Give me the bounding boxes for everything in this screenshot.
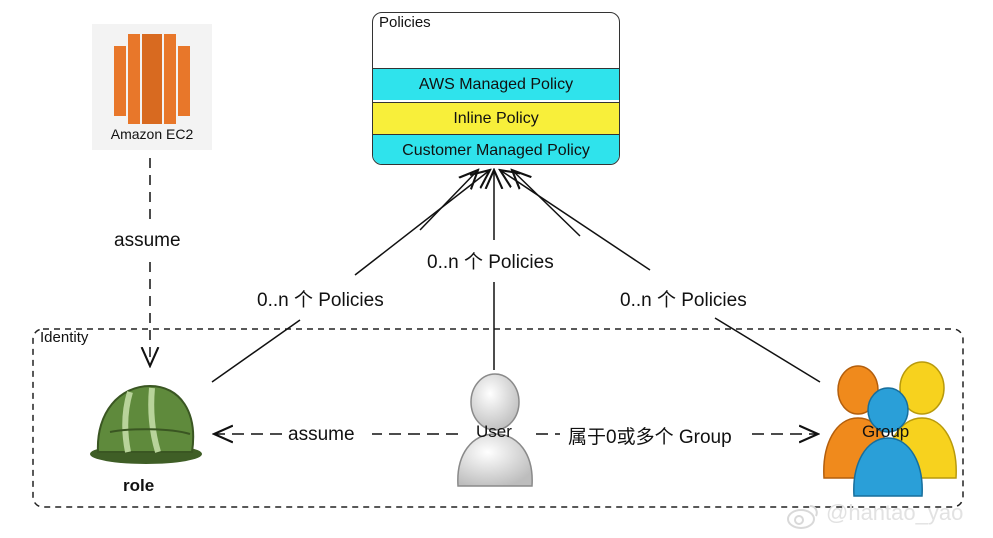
- group-label: Group: [862, 422, 910, 441]
- policy-row-customer-managed: Customer Managed Policy: [373, 134, 619, 164]
- amazon-ec2-icon: [114, 34, 190, 124]
- edge-label-group-policies: 0..n 个 Policies: [620, 290, 747, 311]
- amazon-ec2-tile: [92, 24, 212, 150]
- edge-label-role-policies: 0..n 个 Policies: [257, 290, 384, 311]
- edge-label-user-role: assume: [288, 424, 355, 445]
- policy-row-label: Customer Managed Policy: [402, 142, 590, 159]
- policy-row-label: AWS Managed Policy: [418, 76, 574, 93]
- role-policies-arrow-2: [419, 170, 478, 231]
- edge-label-user-group: 属于0或多个 Group: [568, 427, 732, 448]
- identity-label: Identity: [40, 329, 89, 346]
- role-label: role: [123, 476, 155, 495]
- amazon-ec2-label: Amazon EC2: [110, 126, 194, 142]
- weibo-watermark-icon: [787, 505, 818, 529]
- policy-row-label: Inline Policy: [453, 110, 539, 127]
- policies-box: Policies AWS Managed Policy Inline Polic…: [372, 12, 620, 165]
- user-icon: [457, 373, 533, 487]
- user-label: User: [476, 422, 512, 441]
- edge-label-user-policies: 0..n 个 Policies: [427, 252, 554, 273]
- policy-row-inline: Inline Policy: [373, 102, 619, 134]
- group-policies-line-lower: [714, 317, 821, 383]
- identity-boundary: [32, 328, 964, 508]
- role-policies-line-lower: [211, 319, 301, 383]
- role-helmet-icon: [90, 384, 202, 464]
- group-icon: [823, 361, 957, 497]
- watermark-text: @hantao_yao: [826, 500, 964, 525]
- edge-label-ec2-role: assume: [114, 230, 181, 251]
- policies-title: Policies: [379, 14, 431, 31]
- policy-row-aws-managed: AWS Managed Policy: [373, 68, 619, 100]
- group-policies-arrow-2: [512, 170, 581, 237]
